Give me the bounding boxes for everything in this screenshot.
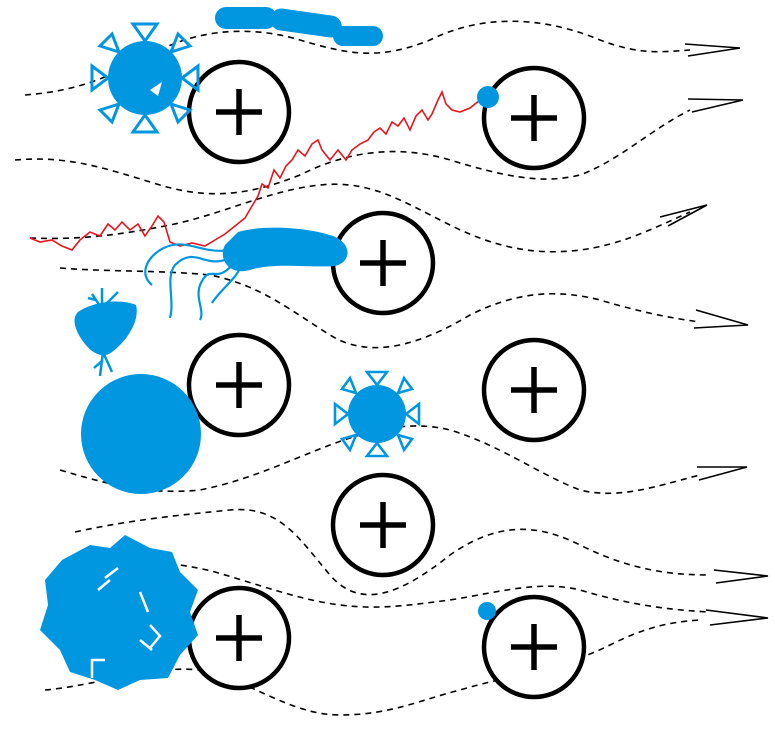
flow-line-8	[44, 619, 701, 716]
small-particle-icon	[477, 86, 499, 108]
arrowhead-icon	[693, 309, 749, 329]
small-particle-icon	[478, 602, 496, 620]
positive-charge	[330, 210, 436, 316]
flow-line-3	[29, 183, 691, 253]
positive-charge	[330, 472, 436, 578]
positive-charge	[186, 59, 292, 165]
flow-line-6	[74, 508, 711, 596]
flow-arrows	[659, 43, 769, 626]
flow-line-2	[14, 109, 691, 195]
protozoan-icon	[74, 288, 137, 377]
particles	[40, 7, 499, 690]
large-sphere-particle-icon	[81, 374, 201, 494]
red-trace-line	[29, 89, 481, 251]
charged-collectors	[186, 59, 587, 700]
bacteria-chain-icon	[215, 7, 383, 46]
positive-charge	[481, 65, 587, 171]
arrowhead-icon	[697, 466, 748, 481]
flagellated-bacterium-icon	[144, 227, 348, 321]
arrowhead-icon	[713, 569, 769, 584]
arrowhead-icon	[705, 609, 769, 626]
positive-charge	[481, 594, 587, 700]
flow-line-4	[59, 267, 701, 349]
flow-lines	[14, 20, 711, 716]
virus-icon	[333, 370, 421, 458]
positive-charge	[186, 332, 292, 438]
positive-charge	[481, 337, 587, 443]
aggregate-particle-icon	[40, 535, 198, 690]
arrowhead-icon	[684, 43, 741, 57]
arrowhead-icon	[659, 204, 708, 227]
flow-line-7	[59, 561, 711, 613]
arrowhead-icon	[687, 98, 744, 113]
positive-charge	[186, 585, 292, 691]
virus-icon	[90, 22, 200, 134]
